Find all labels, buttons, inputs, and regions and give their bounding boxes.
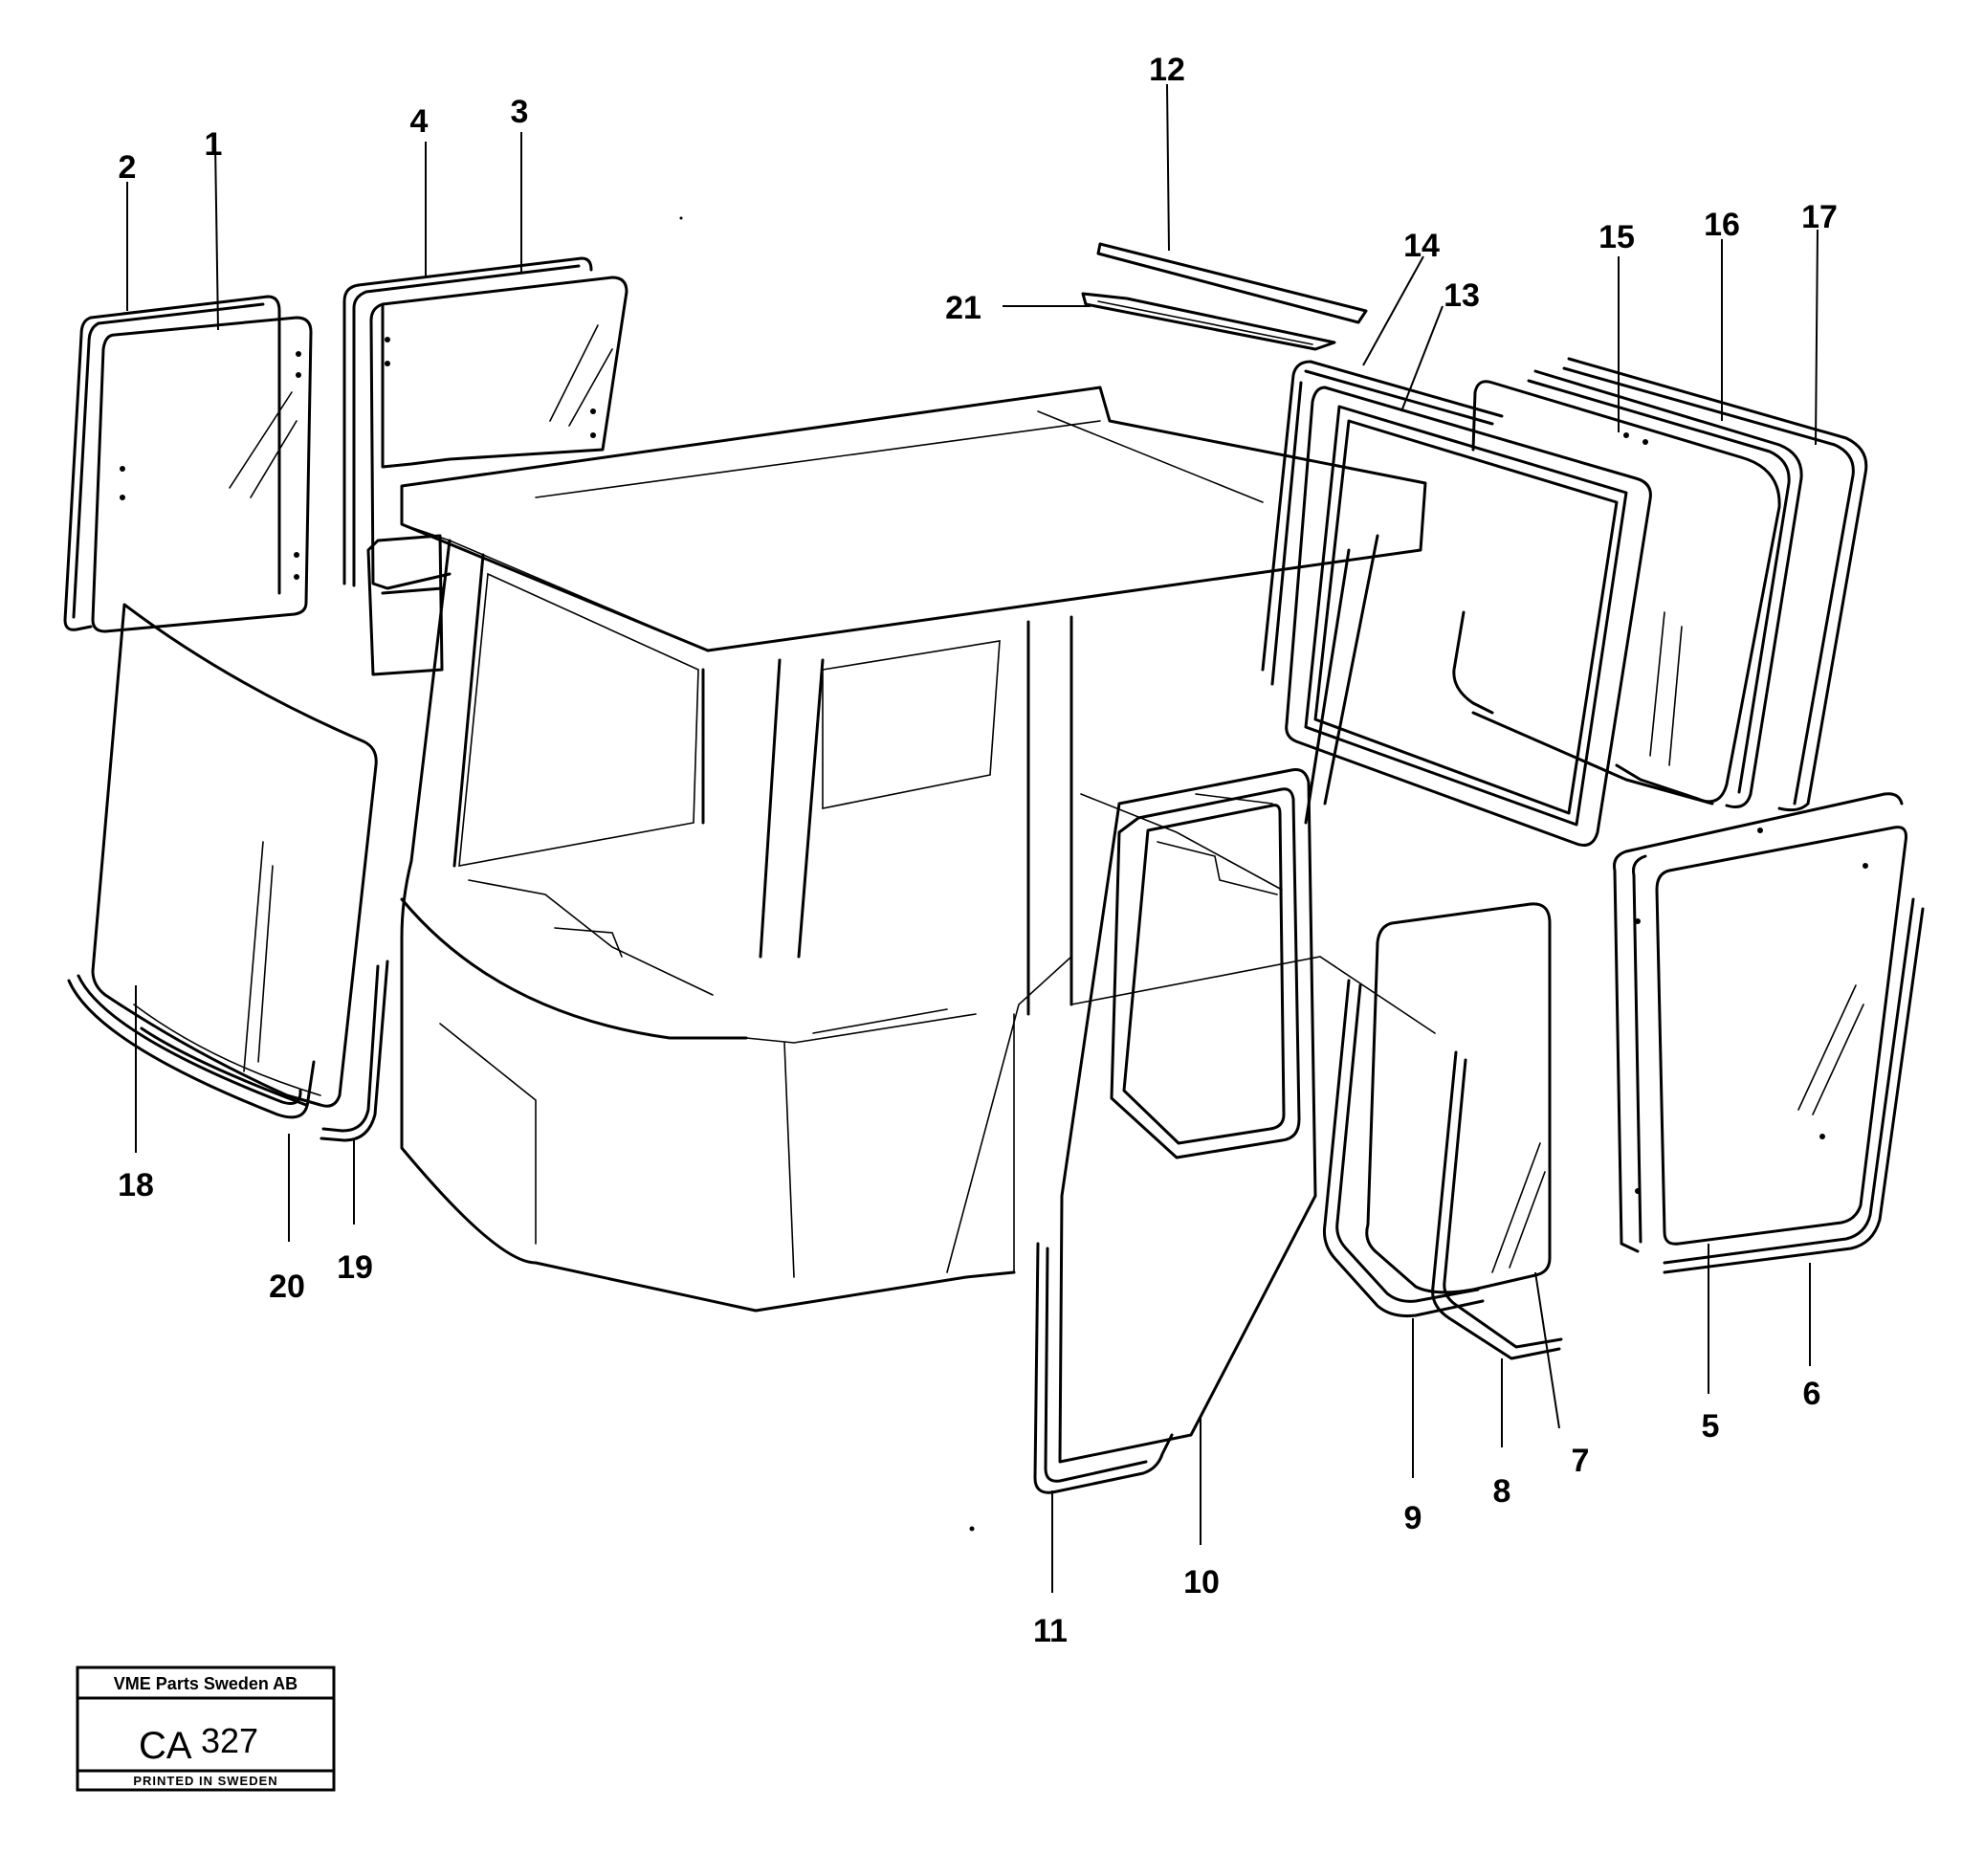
part-1-glass	[91, 316, 313, 633]
callout-12: 12	[1149, 52, 1185, 88]
part-11-door-seal	[1033, 1242, 1174, 1494]
part-7-glass	[1365, 902, 1552, 1294]
drawing-code-prefix: CA	[139, 1725, 192, 1767]
callout-13: 13	[1444, 277, 1480, 314]
drawing-code-number: 327	[201, 1721, 258, 1760]
callout-11: 11	[1033, 1613, 1068, 1649]
title-block: VME Parts Sweden AB CA 327 PRINTED IN SW…	[76, 1666, 336, 1792]
part-17-seal	[1562, 357, 1868, 812]
part-13-glass	[1285, 386, 1652, 847]
callout-7: 7	[1572, 1443, 1590, 1479]
part-21-roof-hatch-seal	[1081, 292, 1336, 351]
callout-14: 14	[1403, 228, 1440, 264]
callout-4: 4	[410, 103, 429, 140]
callout-2: 2	[119, 149, 137, 186]
part-14-seal	[1261, 360, 1504, 686]
callout-20: 20	[269, 1269, 305, 1305]
part-18-windscreen	[91, 603, 378, 1108]
part-16-seal	[1527, 369, 1803, 808]
part-3-glass	[369, 276, 628, 590]
callout-17: 17	[1801, 199, 1838, 235]
part-12-roof-hatch	[1096, 242, 1368, 324]
part-2-seal	[63, 295, 281, 631]
part-6-seal	[1613, 792, 1925, 1274]
cab-body	[400, 386, 1436, 1313]
callout-8: 8	[1493, 1473, 1511, 1510]
callout-10: 10	[1183, 1564, 1220, 1600]
callout-16: 16	[1704, 207, 1740, 243]
callout-3: 3	[511, 94, 529, 130]
callout-21: 21	[945, 290, 981, 326]
callout-numbers: 1 2 3 4 5 6 7 8 9 10 11 12 13 14 15 16 1…	[118, 52, 1838, 1649]
company-name: VME Parts Sweden AB	[114, 1674, 298, 1693]
part-15-glass	[1452, 380, 1781, 806]
part-20-seal	[67, 974, 316, 1119]
callout-6: 6	[1803, 1376, 1821, 1412]
part-10-door	[1058, 768, 1317, 1464]
callout-9: 9	[1404, 1500, 1422, 1536]
part-4-seal	[342, 256, 593, 676]
leader-lines	[126, 83, 1819, 1593]
part-19-seal	[320, 960, 389, 1142]
callout-19: 19	[337, 1249, 373, 1286]
callout-5: 5	[1702, 1408, 1720, 1445]
part-9-seal	[1323, 979, 1485, 1317]
callout-15: 15	[1598, 219, 1635, 255]
callout-18: 18	[118, 1167, 154, 1203]
callout-1: 1	[205, 126, 223, 163]
printed-note: PRINTED IN SWEDEN	[133, 1774, 277, 1788]
part-5-glass	[1635, 826, 1907, 1246]
